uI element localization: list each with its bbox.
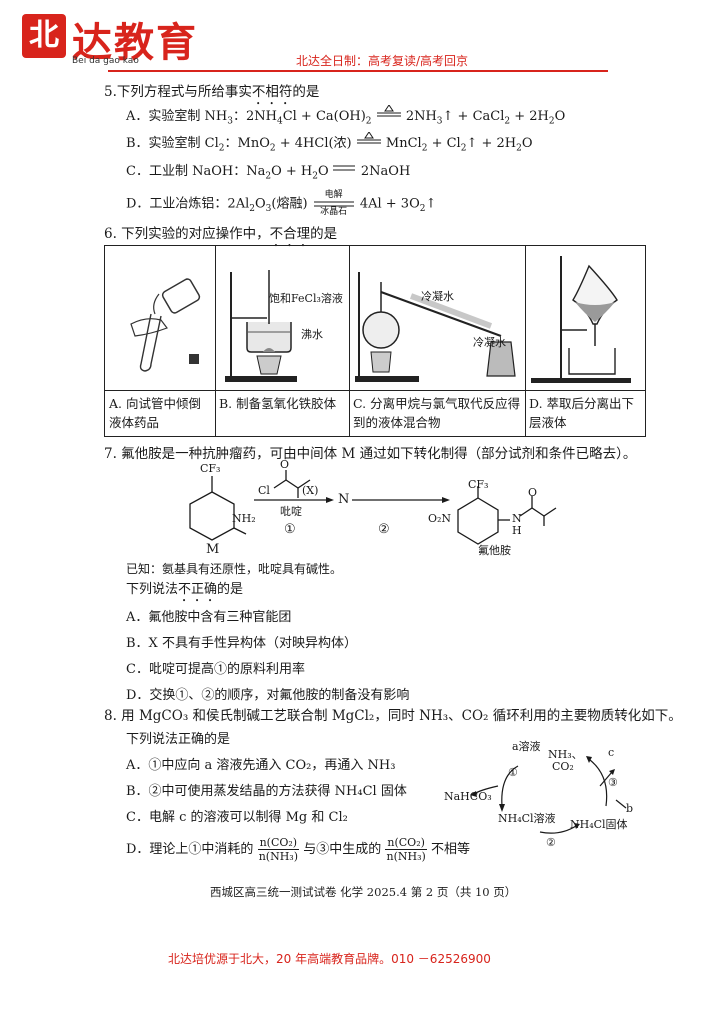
q6-option-a[interactable]: A. 向试管中倾倒液体药品 — [109, 396, 201, 430]
logo-pinyin: Bei da gao kao — [72, 56, 139, 66]
q7-option-d[interactable]: D．交换①、②的顺序，对氟他胺的制备没有影响 — [126, 688, 410, 703]
distillation-illustration — [355, 272, 516, 382]
label-boiling-water: 沸水 — [301, 328, 323, 341]
diag-nahco3: NaHCO₃ — [444, 790, 492, 803]
q5-option-c[interactable]: C．工业制 NaOH：Na2O + H2O 2NaOH — [126, 164, 411, 182]
intermediate-n: N — [338, 492, 350, 507]
label-coolant-in: 冷凝水 — [421, 290, 454, 303]
label-coolant-out: 冷凝水 — [473, 336, 506, 349]
amide-o: O — [528, 486, 538, 499]
q8-ask: 下列说法正确的是 — [126, 732, 231, 747]
diag-nh4cl-solid: NH₄Cl固体 — [570, 818, 628, 831]
amide-h: H — [512, 524, 522, 537]
footer-ad: 北达培优源于北大，20 年高端教育品牌。010 －62526900 — [168, 952, 491, 966]
q6-options-table: 饱和FeCl₃溶液 沸水 冷凝水 冷凝水 A. 向试管中倾倒液体药品 B. 制备… — [104, 245, 646, 437]
amino-group: NH₂ — [232, 512, 256, 525]
q5-option-b[interactable]: B．实验室制 Cl2：MnO2 + 4HCl(浓) MnCl2 + Cl2↑ +… — [126, 131, 533, 154]
header-rule — [108, 70, 608, 72]
logo-mark: 北 — [22, 14, 66, 58]
q7-ask: 下列说法不正确的是 — [126, 582, 244, 597]
q8-option-b[interactable]: B．②中可使用蒸发结晶的方法获得 NH₄Cl 固体 — [126, 784, 407, 799]
q7-option-c[interactable]: C．吡啶可提高①的原料利用率 — [126, 662, 305, 677]
diag-step-1: ① — [508, 766, 518, 779]
q7-option-a[interactable]: A．氟他胺中含有三种官能团 — [126, 610, 292, 625]
cf3-group-product: CF₃ — [468, 478, 489, 491]
reagent-x: (X) — [302, 484, 319, 497]
colloid-setup-illustration — [225, 270, 297, 382]
q5-stem: 5.下列方程式与所给事实不相符的是 — [104, 84, 320, 100]
q7-option-b[interactable]: B．X 不具有手性异构体（对映异构体） — [126, 636, 357, 651]
amide-n: N — [512, 512, 522, 525]
q8-stem: 8. 用 MgCO₃ 和侯氏制碱工艺联合制 MgCl₂，同时 NH₃、CO₂ 循… — [104, 708, 682, 724]
q8-option-a[interactable]: A．①中应向 a 溶液先通入 CO₂，再通入 NH₃ — [126, 758, 396, 773]
separatory-funnel-illustration — [531, 256, 631, 383]
step-1-label: ① — [284, 522, 296, 537]
q6-stem: 6. 下列实验的对应操作中，不合理的是 — [104, 226, 338, 242]
flutamide-name: 氟他胺 — [478, 544, 511, 557]
q6-option-b[interactable]: B. 制备氢氧化铁胶体 — [219, 396, 337, 411]
diag-step-2: ② — [546, 836, 556, 849]
diag-nh4cl-solution: NH₄Cl溶液 — [498, 812, 556, 825]
step-2-label: ② — [378, 522, 390, 537]
cl-atom: Cl — [258, 484, 270, 497]
q7-known-info: 已知：氨基具有还原性，吡啶具有碱性。 — [126, 562, 343, 576]
carbonyl-o-reagent: O — [280, 458, 290, 471]
q5-option-a[interactable]: A．实验室制 NH3：2NH4Cl + Ca(OH)2 2NH3↑ + CaCl… — [126, 104, 565, 127]
q7-stem: 7. 氟他胺是一种抗肿瘤药，可由中间体 M 通过如下转化制得（部分试剂和条件已略… — [104, 446, 637, 462]
diag-step-3: ③ — [608, 776, 618, 789]
diag-b: b — [626, 802, 634, 815]
q8-option-c[interactable]: C．电解 c 的溶液可以制得 Mg 和 Cl₂ — [126, 810, 348, 825]
cf3-group-m: CF₃ — [200, 462, 221, 475]
logo-name: 达教育 — [72, 19, 198, 66]
q8-option-d[interactable]: D．理论上①中消耗的 n(CO₂)n(NH₃) 与③中生成的 n(CO₂)n(N… — [126, 836, 471, 863]
pour-liquid-illustration — [130, 278, 201, 372]
diag-a-solution: a溶液 — [512, 740, 541, 753]
diag-c: c — [608, 746, 615, 759]
pyridine-condition: 吡啶 — [280, 505, 302, 518]
label-m: M — [206, 542, 220, 557]
q6-option-d[interactable]: D. 萃取后分离出下层液体 — [529, 396, 635, 430]
q6-option-c[interactable]: C. 分离甲烷与氯气取代反应得到的液体混合物 — [353, 396, 521, 430]
label-fecl3: 饱和FeCl₃溶液 — [269, 292, 343, 305]
q7-reaction-scheme — [189, 470, 557, 545]
q8-cycle-diagram — [470, 756, 627, 834]
header-slogan: 北达全日制：高考复读/高考回京 — [296, 54, 469, 68]
diag-co2: CO₂ — [552, 760, 574, 773]
nitro-group: O₂N — [428, 512, 452, 525]
q5-option-d[interactable]: D．工业冶炼铝：2Al2O3(熔融) 电解 冰晶石 4Al + 3O2↑ — [126, 190, 437, 217]
diag-nh3: NH₃、 — [548, 748, 583, 761]
page-footer: 西城区高三统一测试试卷 化学 2025.4 第 2 页（共 10 页） — [210, 885, 517, 899]
